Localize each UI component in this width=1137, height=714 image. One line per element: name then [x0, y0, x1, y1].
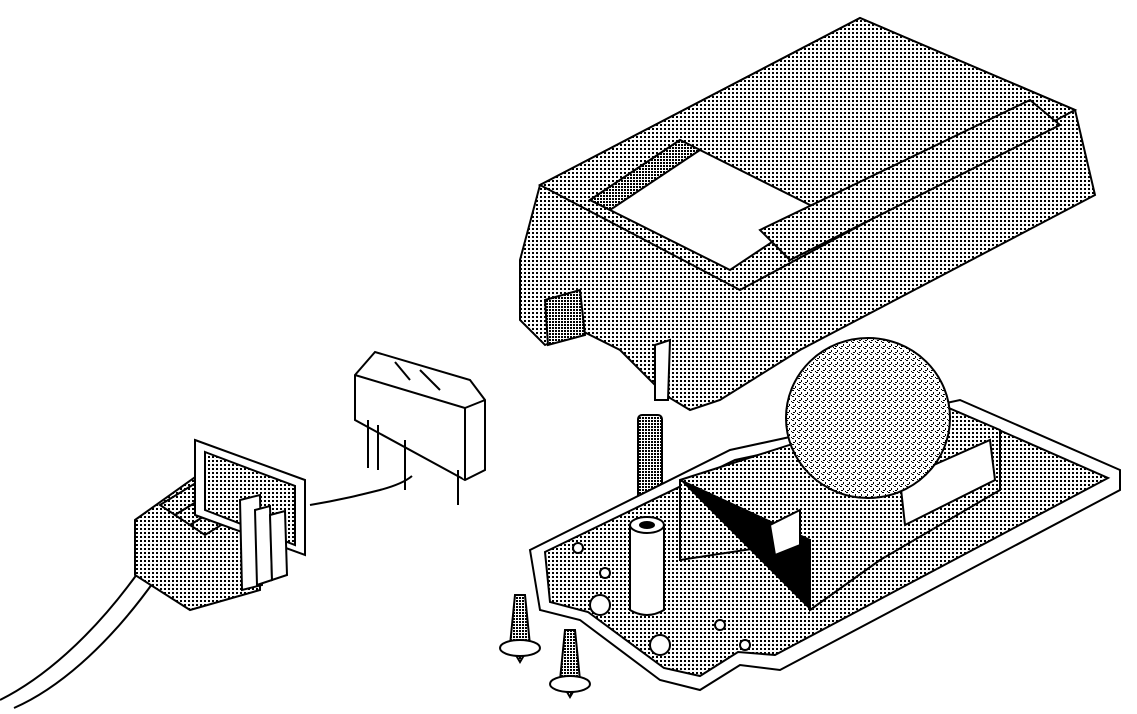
terminal-block: [134, 438, 306, 612]
wood-screws: [499, 594, 591, 699]
cover: [519, 16, 1097, 412]
spacer-post: [629, 516, 665, 616]
mounting-holes: [572, 542, 751, 656]
sensor-dome: [785, 337, 951, 499]
relay: [354, 350, 486, 505]
